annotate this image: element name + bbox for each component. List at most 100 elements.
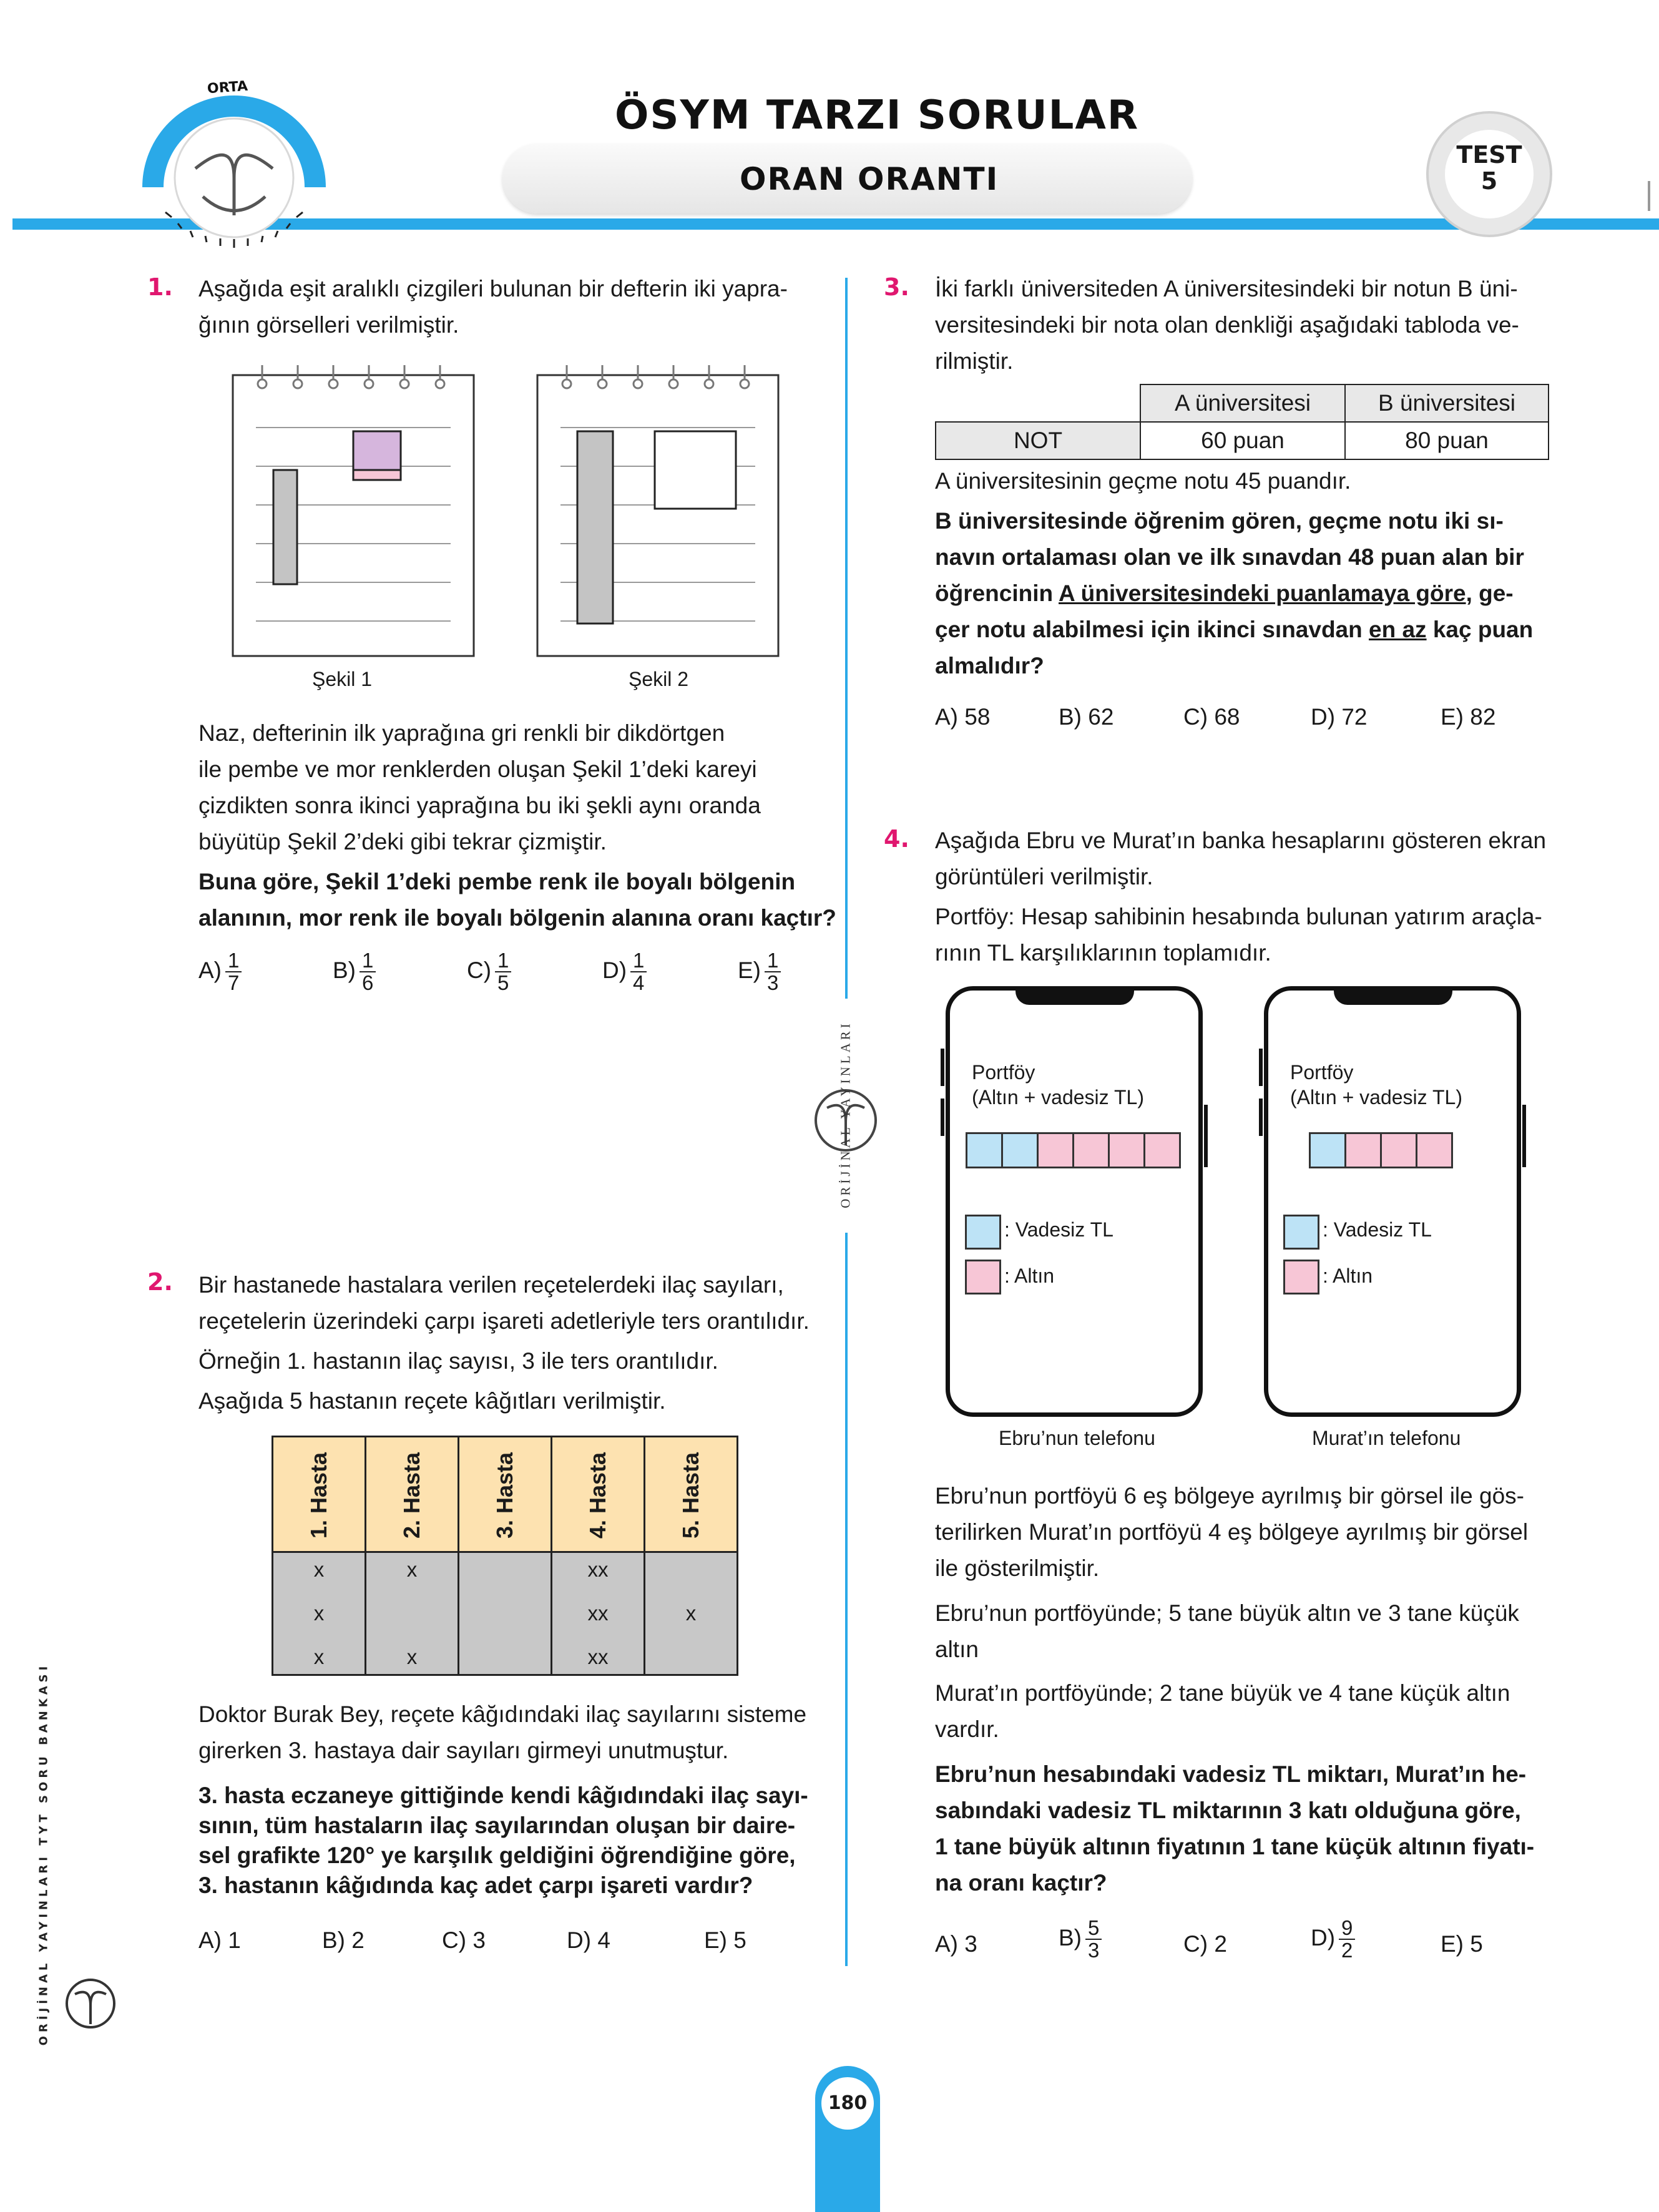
table-cell-b: 80 puan [1344, 421, 1549, 460]
q4-intro-line: Portföy: Hesap sahibinin hesabında bulun… [935, 904, 1542, 929]
portfolio-subtitle: (Altın + vadesiz TL) [1290, 1086, 1462, 1108]
portfolio-segment-tl [966, 1132, 1003, 1168]
question-number: 3. [884, 273, 909, 301]
q4-intro-line: görüntüleri verilmiştir. [935, 864, 1153, 889]
answer-option-d[interactable]: D) 4 [567, 1927, 610, 1953]
phone-side-button [941, 1049, 944, 1086]
portfolio-segment-gold [1037, 1132, 1074, 1168]
answer-option-a[interactable]: A) 58 [935, 704, 991, 730]
cross-mark: x [313, 1645, 325, 1668]
figure-caption: Şekil 2 [629, 668, 689, 690]
answer-option-a[interactable]: A) 3 [935, 1931, 977, 1957]
test-badge-inner [1445, 130, 1534, 218]
q4-question-line: Ebru’nun hesabındaki vadesiz TL miktarı,… [935, 1761, 1527, 1787]
level-badge: ORTA [207, 78, 248, 97]
phone-side-button [1259, 1049, 1263, 1086]
q2-intro-line: reçetelerin üzerindeki çarpı işareti ade… [198, 1308, 810, 1334]
q4-intro-line: rının TL karşılıklarının toplamıdır. [935, 940, 1271, 966]
q2-question-line: 3. hastanın kâğıdında kaç adet çarpı işa… [198, 1872, 753, 1898]
q4-body-line: Ebru’nun portföyü 6 eş bölgeye ayrılmış … [935, 1483, 1524, 1509]
page-number-circle [821, 2077, 874, 2130]
square-enlarged [653, 430, 737, 510]
q1-body-line: Naz, defterinin ilk yaprağına gri renkli… [198, 720, 725, 746]
patient-label: 5. Hasta [678, 1452, 703, 1539]
table-header-b: B üniversitesi [1344, 384, 1549, 423]
answer-option-c[interactable]: C) 68 [1183, 704, 1240, 730]
cross-mark: x [313, 1558, 325, 1581]
q4-body-line: Ebru’nun portföyünde; 5 tane büyük altın… [935, 1600, 1519, 1626]
pink-region [352, 469, 402, 481]
q4-body-line: Murat’ın portföyünde; 2 tane büyük ve 4 … [935, 1680, 1510, 1706]
portfolio-segment-gold [1072, 1132, 1110, 1168]
q3-body-line: A üniversitesinin geçme notu 45 puandır. [935, 468, 1351, 494]
question-number: 4. [884, 825, 909, 853]
phone-side-button [1259, 1099, 1263, 1136]
page-number: 180 [828, 2092, 868, 2114]
q3-question-line: almalıdır? [935, 653, 1044, 678]
notebook-figure-2 [536, 365, 780, 657]
q4-intro-line: Aşağıda Ebru ve Murat’ın banka hesapları… [935, 828, 1547, 853]
phone-notch [1334, 986, 1452, 1005]
answer-option-e[interactable]: E) 5 [704, 1927, 746, 1953]
gray-rectangle-enlarged [576, 430, 614, 625]
purple-region [352, 430, 402, 471]
patient-marks-cell [551, 1551, 645, 1676]
portfolio-segment-gold [1380, 1132, 1417, 1168]
q4-body-line: altın [935, 1637, 979, 1662]
portfolio-segment-gold [1108, 1132, 1145, 1168]
table-header-a: A üniversitesi [1140, 384, 1346, 423]
legend-gold-label: : Altın [1004, 1265, 1055, 1287]
patient-header [365, 1436, 459, 1553]
q1-body-line: ile pembe ve mor renklerden oluşan Şekil… [198, 756, 757, 782]
legend-tl-swatch [965, 1215, 1001, 1250]
q3-intro-line: rilmiştir. [935, 348, 1014, 374]
answer-option-b[interactable]: B) 2 [322, 1927, 365, 1953]
q4-question-line: na oranı kaçtır? [935, 1870, 1107, 1896]
cross-mark: xx [587, 1602, 609, 1625]
q1-question-line: alanının, mor renk ile boyalı bölgenin a… [198, 905, 836, 931]
phone-side-button [941, 1099, 944, 1136]
q4-question-line: 1 tane büyük altının fiyatının 1 tane kü… [935, 1834, 1535, 1859]
answer-option-e[interactable]: E) 82 [1441, 704, 1496, 730]
legend-tl-swatch [1283, 1215, 1319, 1250]
phone-side-button [1204, 1105, 1208, 1167]
table-cell-a: 60 puan [1140, 421, 1346, 460]
phone-side-button [1522, 1105, 1526, 1167]
q3-question-line: çer notu alabilmesi için ikinci sınavdan… [935, 617, 1534, 642]
q3-intro-line: İki farklı üniversiteden A üniversitesin… [935, 276, 1518, 301]
q4-question-line: sabındaki vadesiz TL miktarının 3 katı o… [935, 1798, 1521, 1823]
page-title: ÖSYM TARZI SORULAR [615, 92, 1140, 139]
answer-option-d[interactable]: D) 72 [1311, 704, 1368, 730]
answer-option-c[interactable]: C) 2 [1183, 1931, 1227, 1957]
patient-marks-cell [365, 1551, 459, 1676]
answer-option-a[interactable]: A) 1 [198, 1927, 241, 1953]
legend-tl-label: : Vadesiz TL [1004, 1218, 1113, 1241]
legend-tl-label: : Vadesiz TL [1323, 1218, 1432, 1241]
table-row-label: NOT [935, 421, 1141, 460]
cross-mark: x [685, 1602, 697, 1625]
cross-mark: xx [587, 1645, 609, 1668]
q1-intro-line: Aşağıda eşit aralıklı çizgileri bulunan … [198, 276, 788, 301]
side-logo [66, 1979, 115, 2028]
portfolio-title: Portföy [972, 1061, 1035, 1084]
q2-question-line: sel grafikte 120° ye karşılık geldiğini … [198, 1843, 796, 1868]
test-number: 5 [1480, 167, 1498, 195]
answer-option-b[interactable]: B) 62 [1059, 704, 1114, 730]
patient-label: 4. Hasta [585, 1452, 610, 1539]
portfolio-segment-tl [1309, 1132, 1346, 1168]
answer-option-e[interactable]: E) 5 [1441, 1931, 1483, 1957]
q2-body-line: girerken 3. hastaya dair sayıları girmey… [198, 1738, 729, 1763]
patient-label: 3. Hasta [492, 1452, 517, 1539]
subtitle-pill [502, 144, 1192, 213]
answer-option-c[interactable]: C) 3 [442, 1927, 486, 1953]
q4-body-line: ile gösterilmiştir. [935, 1555, 1100, 1581]
patient-marks-cell [458, 1551, 552, 1676]
q2-question-line: 3. hasta eczaneye gittiğinde kendi kâğıd… [198, 1783, 808, 1808]
